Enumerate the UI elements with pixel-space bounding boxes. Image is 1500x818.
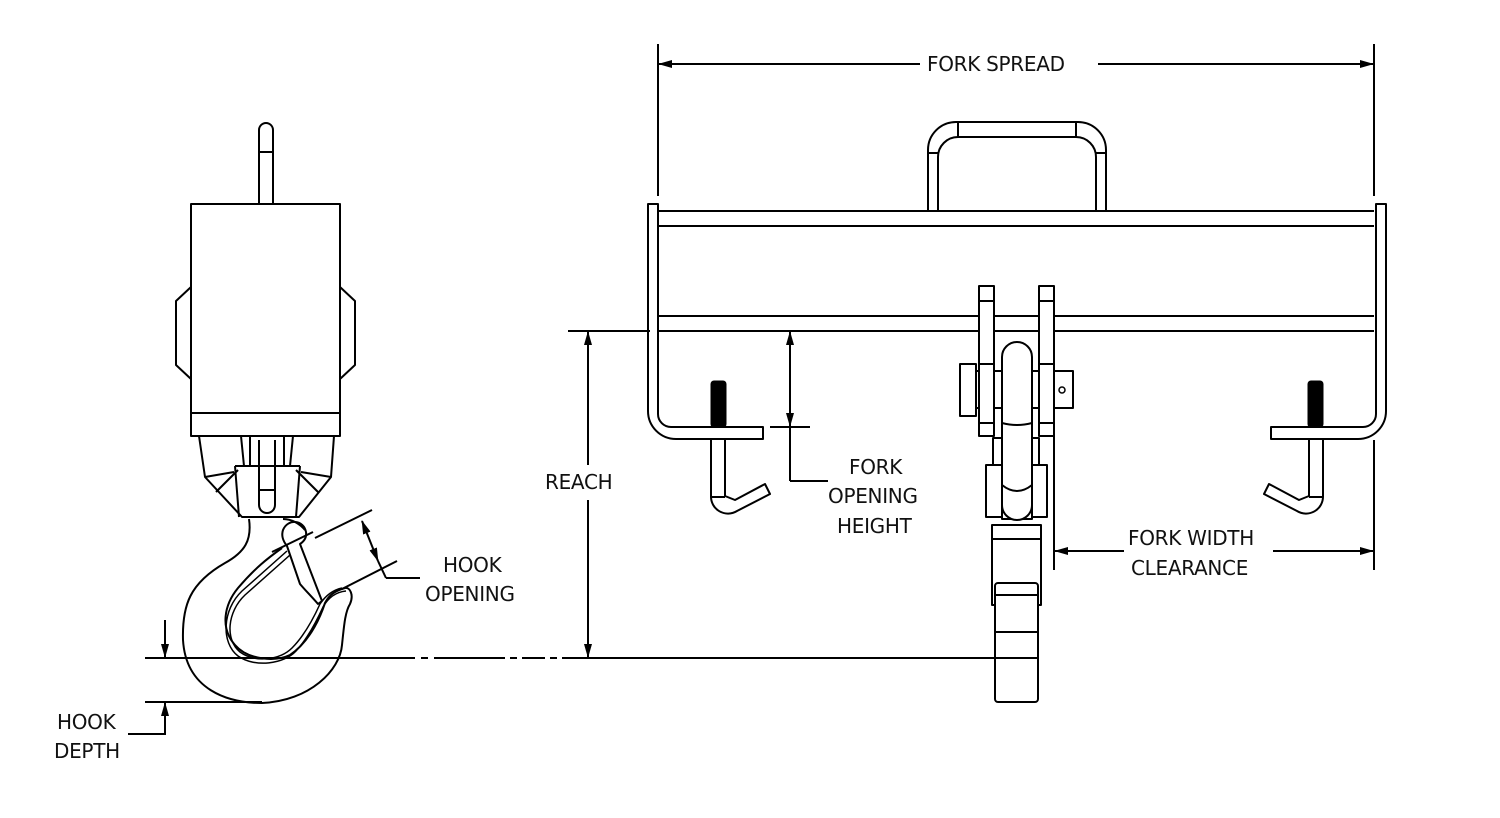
right-pin <box>1263 438 1325 515</box>
hook-block-body <box>190 203 341 437</box>
fork-opening-height-label-line1: FORK <box>849 455 903 479</box>
hook-depth-label-line2: DEPTH <box>54 739 120 763</box>
fork-opening-height-label-line3: HEIGHT <box>837 514 913 538</box>
right-thumbscrew <box>1307 380 1324 428</box>
hook-opening-label-line1: HOOK <box>443 553 503 577</box>
frame-handle <box>927 121 1107 211</box>
fork-width-clearance-label-line1: FORK WIDTH <box>1128 526 1254 550</box>
lift-pin <box>258 122 274 204</box>
left-thumbscrew <box>710 380 727 428</box>
safety-latch <box>281 521 323 605</box>
hook-opening-label-line2: OPENING <box>425 582 515 606</box>
hook-side-view <box>175 122 356 704</box>
fork-width-clearance-label-line2: CLEARANCE <box>1131 556 1248 580</box>
fork-frame-front-view <box>647 121 1387 703</box>
fork-opening-height-label-line2: OPENING <box>828 484 918 508</box>
reach-label: REACH <box>545 470 612 494</box>
left-fork-pocket <box>647 203 764 440</box>
hook-depth-label-line1: HOOK <box>57 710 117 734</box>
fork-spread-label: FORK SPREAD <box>927 52 1065 76</box>
right-fork-pocket <box>1270 203 1387 440</box>
left-pin <box>709 438 771 515</box>
fork-opening-height-dimension: FORK OPENING HEIGHT <box>770 331 918 538</box>
left-cheek-plate <box>175 286 192 380</box>
hook-opening-dimension: HOOK OPENING <box>271 509 515 606</box>
reach-dimension: REACH <box>545 330 650 658</box>
fork-width-clearance-dimension: FORK WIDTH CLEARANCE <box>1053 436 1375 580</box>
right-cheek-plate <box>339 286 356 380</box>
hook-depth-dimension: HOOK DEPTH <box>54 620 169 763</box>
hook-body <box>181 518 353 704</box>
swivel-housing <box>198 435 335 518</box>
fork-spread-dimension: FORK SPREAD <box>657 44 1375 196</box>
center-swivel-assembly <box>959 285 1074 703</box>
